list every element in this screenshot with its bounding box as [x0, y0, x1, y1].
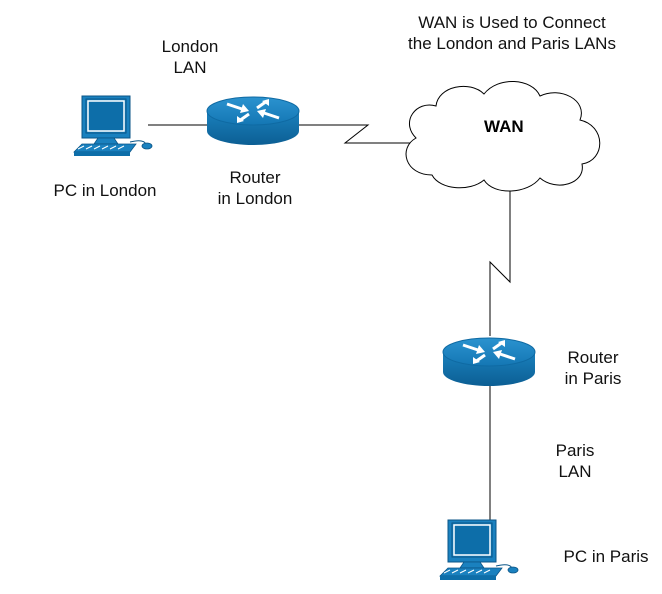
london-lan-line1: London: [161, 37, 219, 56]
london-wan-serial-link: [297, 124, 418, 144]
wan-caption: WAN is Used to Connect the London and Pa…: [362, 12, 662, 54]
paris-router-label: Router in Paris: [548, 347, 638, 389]
paris-router-line1: Router: [567, 348, 619, 367]
paris-pc-label: PC in Paris: [563, 547, 649, 566]
london-router-line2: in London: [217, 189, 293, 208]
london-pc-label: PC in London: [53, 181, 157, 200]
router-icon: [205, 95, 301, 147]
london-router-line1: Router: [229, 168, 281, 187]
wan-caption-line2: the London and Paris LANs: [408, 34, 616, 53]
wan-caption-line1: WAN is Used to Connect: [418, 13, 606, 32]
london-lan-label: London LAN: [140, 36, 240, 78]
london-router-label: Router in London: [195, 167, 315, 209]
paris-lan-line1: Paris: [555, 441, 595, 460]
wan-cloud-label: WAN: [484, 117, 524, 136]
london-lan-line2: LAN: [173, 58, 207, 77]
paris-router-line2: in Paris: [564, 369, 622, 388]
router-icon: [441, 336, 537, 388]
pc-icon: [73, 95, 153, 157]
cloud-icon: [405, 81, 601, 192]
paris-lan-label: Paris LAN: [535, 440, 615, 482]
paris-wan-serial-link: [489, 188, 511, 336]
paris-lan-line2: LAN: [558, 462, 592, 481]
pc-icon: [439, 519, 519, 581]
